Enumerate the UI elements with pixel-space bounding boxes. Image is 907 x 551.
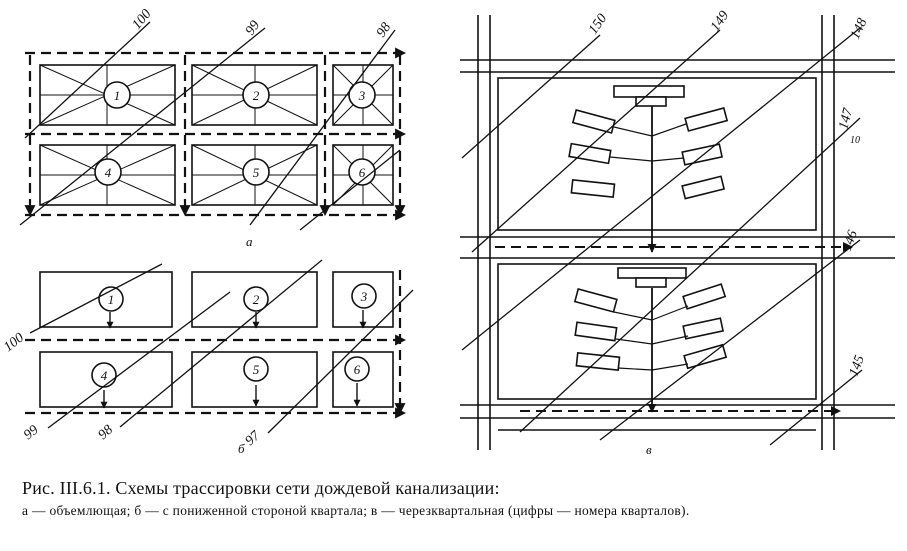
panel-v-contour-label: 149 — [708, 8, 732, 34]
panel-b-quarter-circles — [91, 283, 377, 388]
panel-b-quarter-number: 1 — [108, 292, 115, 307]
panel-a-quarter-number: 4 — [105, 165, 112, 180]
panel-b-outlets — [100, 310, 367, 409]
panel-v-contours — [461, 27, 863, 446]
panel-a-labels: 1 2 3 4 5 6 100 99 98 а — [105, 7, 395, 249]
panel-b-contour-label: 98 — [96, 422, 116, 443]
panel-v-laterals-2 — [613, 305, 689, 371]
panel-a-quarter-number: 2 — [253, 88, 260, 103]
panel-a-contour-label: 100 — [130, 7, 155, 33]
panel-v-contour-label: 150 — [586, 11, 610, 37]
panel-b-labels: 1 2 3 4 5 6 100 99 98 97 б — [1, 289, 368, 456]
panel-v-labels: 150 149 148 147 10 146 145 в — [586, 8, 871, 457]
caption-title: Рис. III.6.1. Схемы трассировки сети дож… — [22, 478, 500, 498]
panel-b-contours — [29, 259, 414, 434]
panel-v-contour-label: 147 — [836, 106, 856, 131]
panel-b — [25, 259, 414, 434]
panel-v-contour-label: 145 — [847, 354, 868, 379]
caption-body: а — объемлющая; б — с пониженной стороно… — [22, 503, 690, 518]
panel-v — [460, 15, 895, 450]
panel-b-quarter-number: 4 — [101, 368, 108, 383]
panel-b-contour-label: 99 — [21, 423, 41, 443]
panel-v-buildings-1 — [568, 85, 729, 200]
panel-a-quarter-circles — [94, 81, 376, 186]
panel-v-label: в — [646, 442, 652, 457]
panel-v-extra-mark: 10 — [850, 135, 860, 146]
panel-a-quarter-number: 6 — [359, 165, 366, 180]
panel-v-streets — [460, 15, 895, 450]
panel-a-quarter-number: 3 — [358, 88, 366, 103]
panel-a-quarter-number: 1 — [114, 88, 121, 103]
panel-v-contour-label: 148 — [848, 16, 870, 41]
panel-a — [19, 21, 407, 231]
panel-a-contour-label: 98 — [374, 20, 394, 40]
panel-b-quarter-number: 6 — [354, 362, 361, 377]
panel-b-quarter-number: 5 — [253, 362, 260, 377]
panel-b-street-collectors — [25, 270, 407, 419]
panel-b-quarter-number: 2 — [253, 292, 260, 307]
panel-v-contour-label: 146 — [840, 229, 861, 254]
panel-v-street-flow — [495, 242, 853, 416]
panel-a-contour-label: 99 — [243, 18, 263, 38]
panel-a-label: а — [246, 234, 253, 249]
panel-v-laterals-1 — [609, 123, 687, 162]
panel-b-label: б — [238, 441, 245, 456]
panel-b-quarter-number: 3 — [360, 289, 368, 304]
panel-a-quarter-number: 5 — [253, 165, 260, 180]
panel-a-street-collectors — [24, 47, 407, 221]
panel-v-blocks — [497, 77, 817, 431]
panel-b-contour-label: 97 — [243, 428, 264, 449]
figure-drawing: 1 2 3 4 5 6 100 99 98 а — [1, 7, 895, 457]
panel-b-contour-label: 100 — [1, 330, 27, 355]
figure-caption: Рис. III.6.1. Схемы трассировки сети дож… — [22, 478, 894, 519]
panel-a-contours — [19, 21, 401, 231]
